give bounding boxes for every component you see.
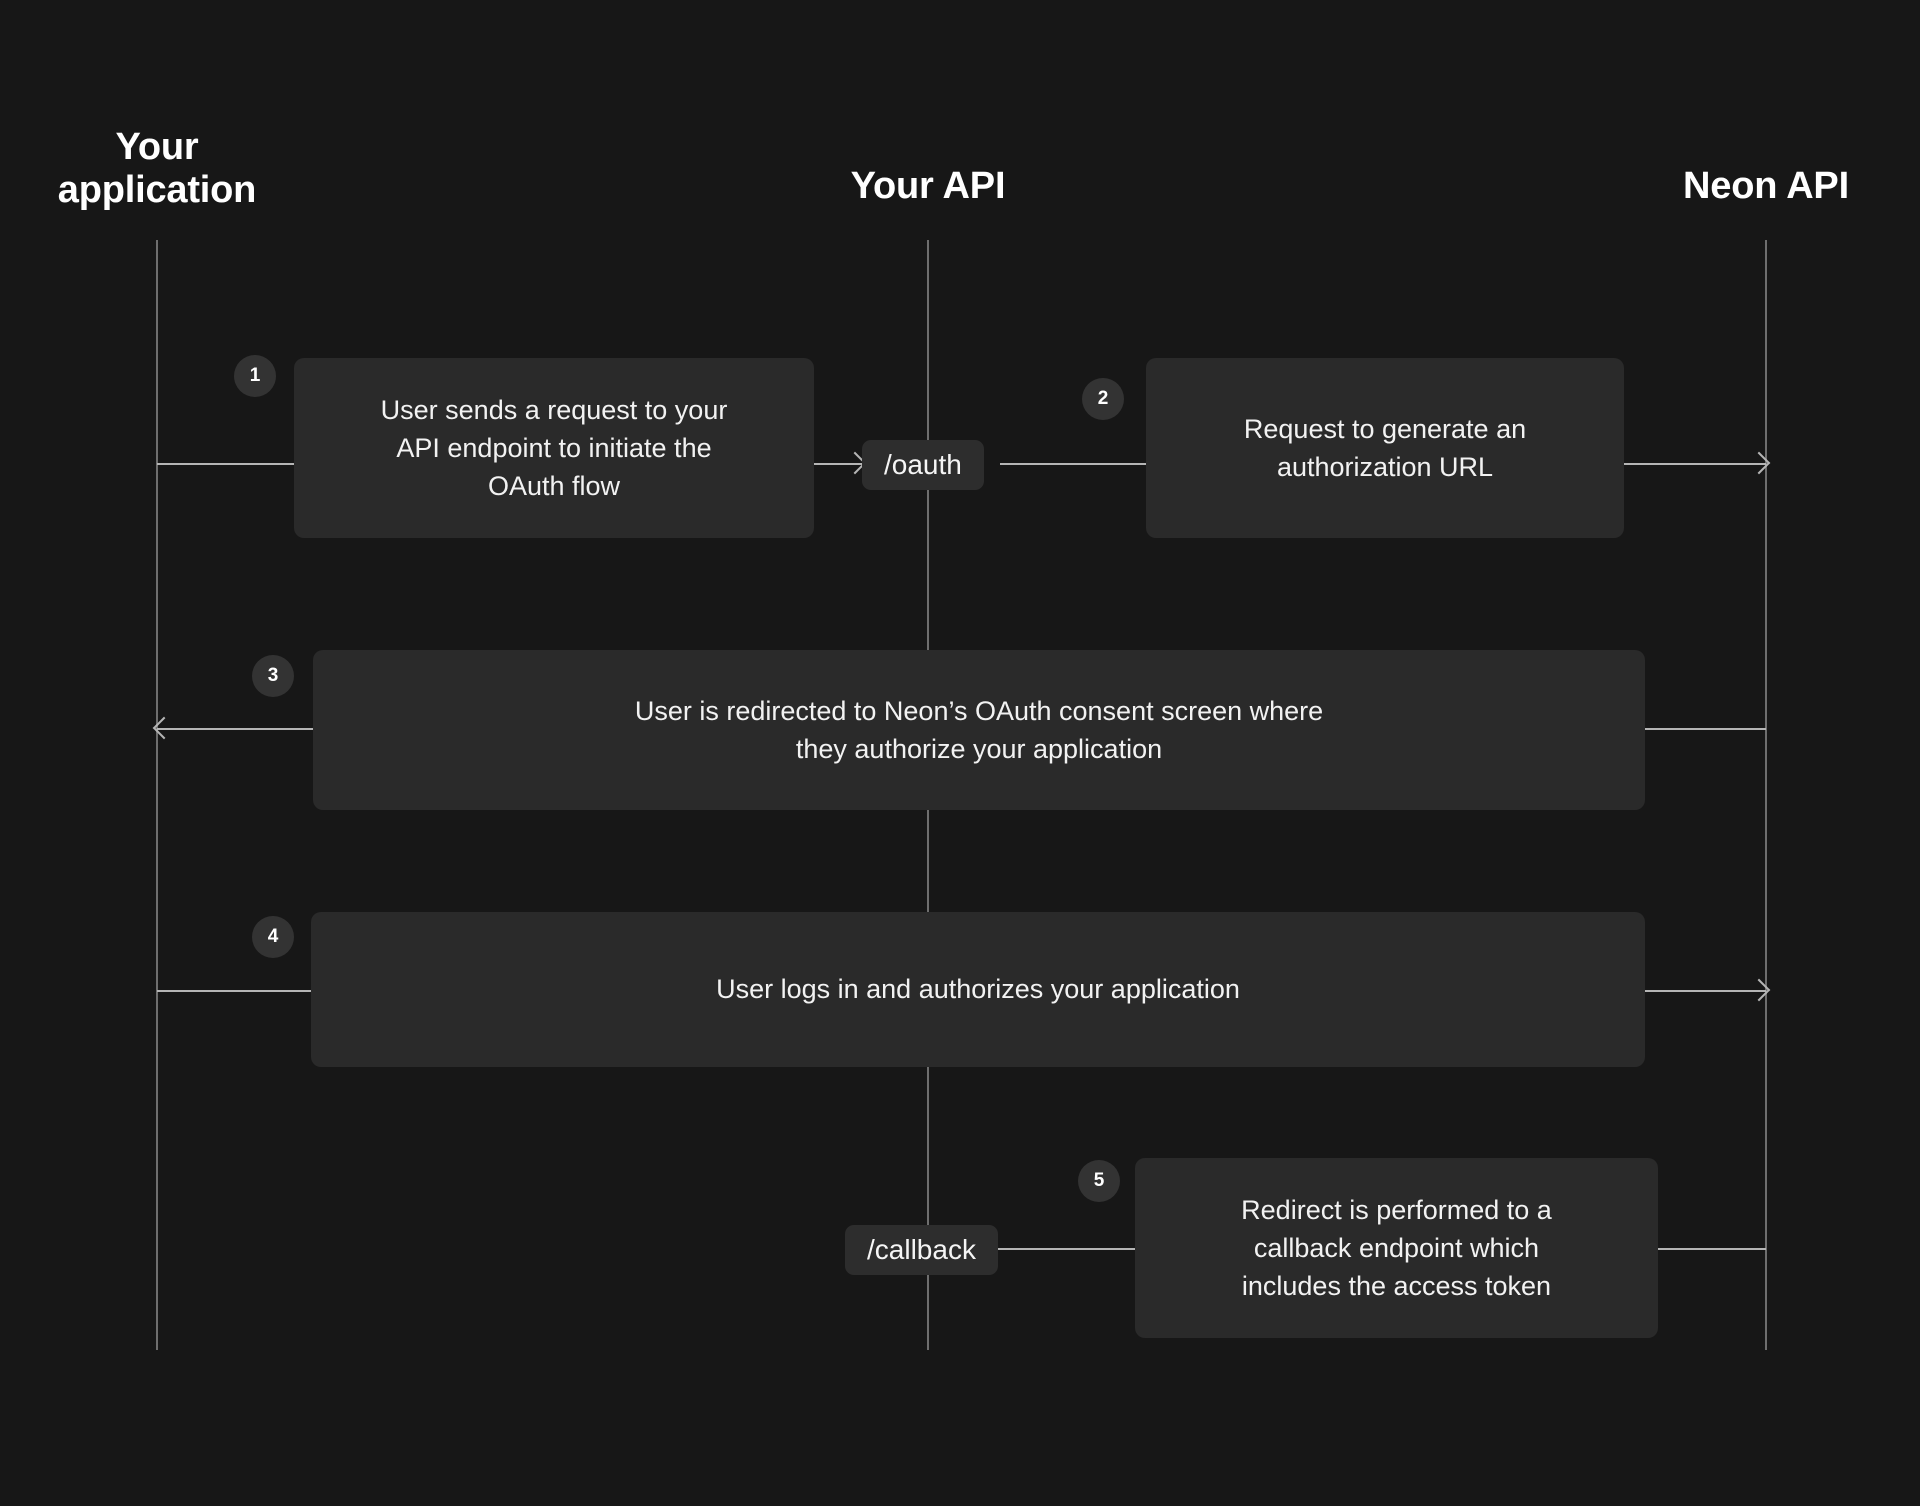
message-text-step-1: User sends a request to your API endpoin… (380, 394, 728, 502)
message-box-step-1: User sends a request to your API endpoin… (294, 358, 814, 538)
message-text-step-2: Request to generate an authorization URL (1243, 413, 1527, 482)
message-box-step-5: Redirect is performed to a callback endp… (1135, 1158, 1658, 1338)
lifeline-your-application (156, 240, 158, 1350)
actor-header-your-api: Your API (850, 165, 1006, 207)
message-box-step-4: User logs in and authorizes your applica… (311, 912, 1645, 1067)
endpoint-pill-callback[interactable]: /callback (845, 1225, 998, 1275)
message-text-step-5: Redirect is performed to a callback endp… (1241, 1194, 1552, 1302)
message-text-step-4: User logs in and authorizes your applica… (716, 974, 1240, 1005)
step-badge-5: 5 (1078, 1160, 1120, 1202)
actor-header-your-application: Your application (57, 126, 257, 211)
message-box-step-3: User is redirected to Neon’s OAuth conse… (313, 650, 1645, 810)
step-badge-3: 3 (252, 655, 294, 697)
endpoint-pill-oauth[interactable]: /oauth (862, 440, 984, 490)
step-badge-1: 1 (234, 355, 276, 397)
message-text-step-3: User is redirected to Neon’s OAuth conse… (634, 695, 1324, 764)
actor-header-neon-api: Neon API (1683, 165, 1849, 207)
message-box-step-2: Request to generate an authorization URL (1146, 358, 1624, 538)
step-badge-4: 4 (252, 916, 294, 958)
lifeline-neon-api (1765, 240, 1767, 1350)
step-badge-2: 2 (1082, 378, 1124, 420)
